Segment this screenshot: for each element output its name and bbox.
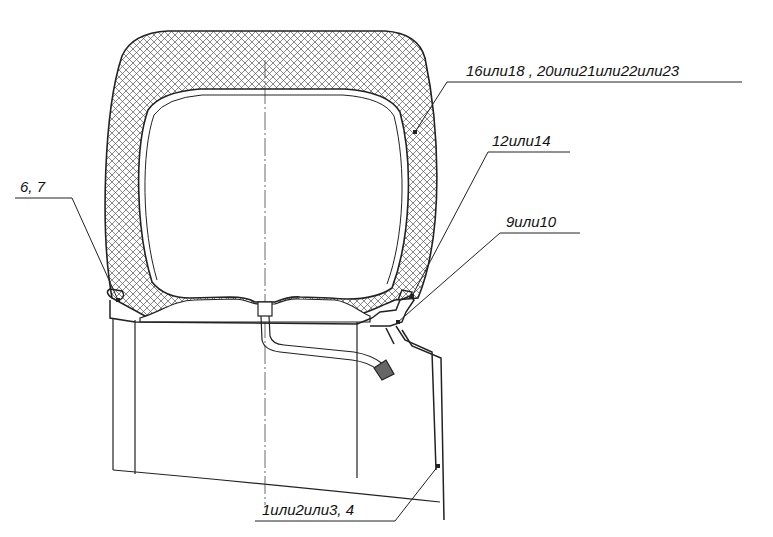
callout-number: 9или10	[506, 213, 556, 231]
callout-number: 16или18 , 20или21или22или23	[466, 62, 679, 80]
rim-body	[113, 318, 440, 502]
leader-dots	[116, 130, 440, 468]
center-line	[265, 60, 266, 505]
callout-number: 12или14	[492, 132, 551, 150]
valve	[258, 302, 394, 380]
tube-line	[145, 95, 402, 284]
tire-section	[105, 31, 437, 316]
callout-number: 6, 7	[20, 178, 45, 196]
leader-lines	[15, 82, 742, 521]
callout-number: 1или2или3, 4	[262, 501, 354, 519]
rim	[107, 289, 444, 520]
rim-flap	[140, 299, 370, 322]
